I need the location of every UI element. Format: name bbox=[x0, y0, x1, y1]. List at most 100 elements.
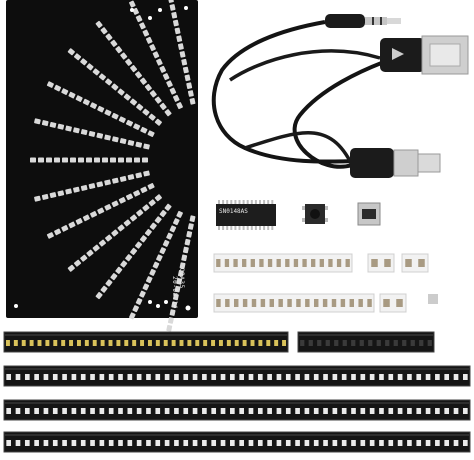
smd-resistor bbox=[384, 259, 391, 267]
pcb-led-pad bbox=[172, 19, 179, 27]
smd-resistor bbox=[367, 299, 372, 307]
pcb-led-pad bbox=[88, 183, 96, 190]
pcb-led-pad bbox=[179, 51, 186, 58]
pcb-led-pad bbox=[164, 109, 172, 117]
pcb-led-pad bbox=[177, 270, 184, 277]
smd-led bbox=[313, 440, 319, 446]
smd-led bbox=[425, 374, 431, 380]
pcb-led-pad bbox=[41, 193, 49, 200]
smd-resistor bbox=[371, 259, 378, 267]
pcb-led-pad bbox=[112, 136, 119, 143]
pcb-led-pad bbox=[135, 172, 143, 179]
pcb-led-pad bbox=[110, 273, 118, 281]
pcb-led-pad bbox=[57, 190, 65, 197]
smd-led bbox=[6, 374, 11, 380]
smd-led bbox=[147, 340, 152, 346]
pcb-led-pad bbox=[132, 305, 139, 313]
smd-led bbox=[285, 440, 291, 446]
pcb-led-pad bbox=[95, 291, 103, 300]
smd-led bbox=[155, 440, 161, 446]
pcb-led-pad bbox=[167, 0, 174, 3]
pcb-led-pad bbox=[117, 224, 125, 232]
smd-led bbox=[351, 374, 356, 380]
smd-led bbox=[388, 374, 394, 380]
ic-pin bbox=[250, 200, 253, 204]
smd-led bbox=[266, 340, 271, 346]
ic-pin bbox=[263, 226, 266, 230]
pcb-led-pad bbox=[126, 157, 132, 163]
pcb-led-pad bbox=[97, 105, 105, 113]
pcb-led-pad bbox=[181, 254, 188, 262]
smd-led bbox=[376, 340, 381, 346]
smd-led bbox=[274, 340, 279, 346]
smd-led bbox=[385, 340, 390, 346]
pcb-led-pad bbox=[104, 109, 112, 116]
pcb-led-pad bbox=[139, 77, 147, 85]
smd-tape bbox=[401, 253, 429, 273]
smd-resistor bbox=[418, 259, 425, 267]
pcb-led-pad bbox=[154, 118, 162, 126]
ic-pin bbox=[226, 200, 229, 204]
mini-usb-plug bbox=[350, 148, 441, 178]
smd-led bbox=[248, 374, 254, 380]
smd-led bbox=[71, 408, 77, 414]
pcb-led-pad bbox=[140, 186, 148, 194]
pcb-led-pad bbox=[129, 0, 136, 8]
smd-led bbox=[92, 340, 97, 346]
smd-led bbox=[276, 408, 282, 414]
smd-resistor bbox=[276, 259, 281, 267]
smd-led bbox=[407, 408, 412, 414]
pcb-led-pad bbox=[143, 170, 150, 177]
smd-resistor bbox=[302, 259, 307, 267]
pcb-led-pad bbox=[111, 229, 119, 237]
smd-led bbox=[136, 374, 142, 380]
smd-led bbox=[397, 374, 403, 380]
smd-led bbox=[351, 408, 356, 414]
smd-led bbox=[300, 340, 305, 346]
pcb-led-pad bbox=[80, 58, 88, 66]
pcb-led-pad bbox=[100, 285, 108, 293]
pcb-led-pad bbox=[159, 210, 167, 218]
smd-led bbox=[304, 440, 310, 446]
pcb-led-pad bbox=[147, 183, 155, 190]
smd-led bbox=[146, 374, 151, 380]
ic-pin bbox=[246, 200, 249, 204]
pcb-led-pad bbox=[129, 214, 138, 222]
smd-led bbox=[351, 440, 356, 446]
smd-resistor bbox=[345, 259, 350, 267]
pcb-led-pad bbox=[90, 211, 98, 218]
pcb-led-pad bbox=[80, 184, 88, 191]
smd-led bbox=[127, 408, 133, 414]
smd-led bbox=[397, 440, 403, 446]
pcb-led-pad bbox=[135, 241, 143, 249]
pcb-led-pad bbox=[94, 157, 100, 163]
pcb-led-pad bbox=[105, 279, 113, 287]
pcb-led-pad bbox=[49, 121, 57, 128]
pcb-led-pad bbox=[186, 82, 193, 89]
pcb-led-pad bbox=[86, 157, 92, 163]
smd-resistor bbox=[340, 299, 346, 307]
smd-led bbox=[332, 374, 338, 380]
led-tape-strip bbox=[3, 399, 471, 421]
pcb-led-pad bbox=[92, 68, 100, 76]
pcb-led-pad bbox=[65, 125, 72, 132]
smd-led bbox=[308, 340, 313, 346]
pcb-led-pad bbox=[54, 84, 62, 92]
pcb-led-pad bbox=[96, 132, 104, 139]
smd-led bbox=[118, 440, 123, 446]
smd-led bbox=[202, 374, 207, 380]
pcb-led-pad bbox=[174, 285, 181, 293]
pcb-led-pad bbox=[125, 58, 133, 66]
pcb-led-pad bbox=[111, 83, 119, 91]
ic-pin bbox=[259, 226, 261, 230]
ic-pin bbox=[250, 226, 253, 230]
smd-resistor bbox=[319, 259, 324, 267]
pcb-led-pad bbox=[182, 66, 189, 74]
smd-led bbox=[341, 408, 347, 414]
ic-pin bbox=[267, 226, 270, 230]
pcb-led-pad bbox=[125, 193, 134, 201]
smd-led bbox=[76, 340, 81, 346]
pcb-led-pad bbox=[144, 228, 152, 237]
smd-led bbox=[323, 408, 328, 414]
smd-resistor bbox=[250, 259, 255, 267]
